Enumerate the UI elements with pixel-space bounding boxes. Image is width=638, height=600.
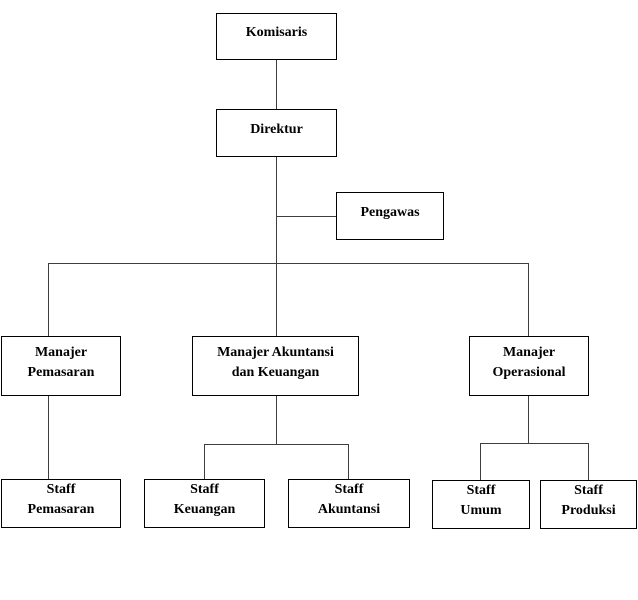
node-label: Manajer — [502, 344, 556, 360]
node-staff-pemasaran: Staff Pemasaran — [1, 479, 121, 528]
connector-managers-distribution — [48, 263, 529, 264]
node-label: Staff — [334, 482, 364, 497]
node-label: Staff — [574, 483, 603, 498]
connector-direktur-pengawas — [277, 216, 336, 217]
connector-akuntansi-branch — [204, 444, 349, 445]
connector-drop-staff-akuntansi — [348, 444, 349, 480]
node-label: Umum — [460, 503, 502, 518]
node-staff-umum: Staff Umum — [432, 480, 530, 529]
connector-drop-staff-keuangan — [204, 444, 205, 479]
node-label: Pemasaran — [27, 364, 95, 380]
node-label: Manajer Akuntansi — [217, 344, 334, 360]
node-label: Manajer — [34, 344, 88, 360]
connector-drop-staff-umum — [480, 443, 481, 480]
node-manajer-operasional: Manajer Operasional — [469, 336, 589, 396]
node-label: Akuntansi — [317, 502, 381, 517]
connector-operasional-branch — [480, 443, 589, 444]
node-label: dan Keuangan — [231, 364, 320, 380]
node-staff-keuangan: Staff Keuangan — [144, 479, 265, 528]
connector-drop-manajer-pemasaran — [48, 263, 49, 336]
node-staff-produksi: Staff Produksi — [540, 480, 637, 529]
connector-direktur-trunk — [276, 157, 277, 336]
connector-akuntansi-branch-stem — [276, 396, 277, 444]
node-staff-akuntansi: Staff Akuntansi — [288, 479, 410, 528]
connector-pemasaran-staff — [48, 396, 49, 479]
node-direktur: Direktur — [216, 109, 337, 157]
connector-drop-staff-produksi — [588, 443, 589, 480]
node-label: Pengawas — [360, 204, 420, 220]
node-pengawas: Pengawas — [336, 192, 444, 240]
node-label: Komisaris — [245, 25, 308, 40]
node-label: Keuangan — [173, 502, 236, 517]
connector-operasional-branch-stem — [528, 396, 529, 443]
node-manajer-pemasaran: Manajer Pemasaran — [1, 336, 121, 396]
node-label: Produksi — [561, 503, 616, 518]
node-label: Staff — [466, 483, 496, 498]
node-label: Operasional — [492, 364, 566, 380]
node-label: Staff — [46, 482, 76, 497]
node-komisaris: Komisaris — [216, 13, 337, 60]
node-label: Pemasaran — [27, 502, 95, 517]
node-manajer-akuntansi-keuangan: Manajer Akuntansi dan Keuangan — [192, 336, 359, 396]
connector-komisaris-direktur — [276, 60, 277, 109]
connector-drop-manajer-operasional — [528, 263, 529, 336]
node-label: Staff — [190, 482, 219, 497]
node-label: Direktur — [250, 121, 303, 137]
